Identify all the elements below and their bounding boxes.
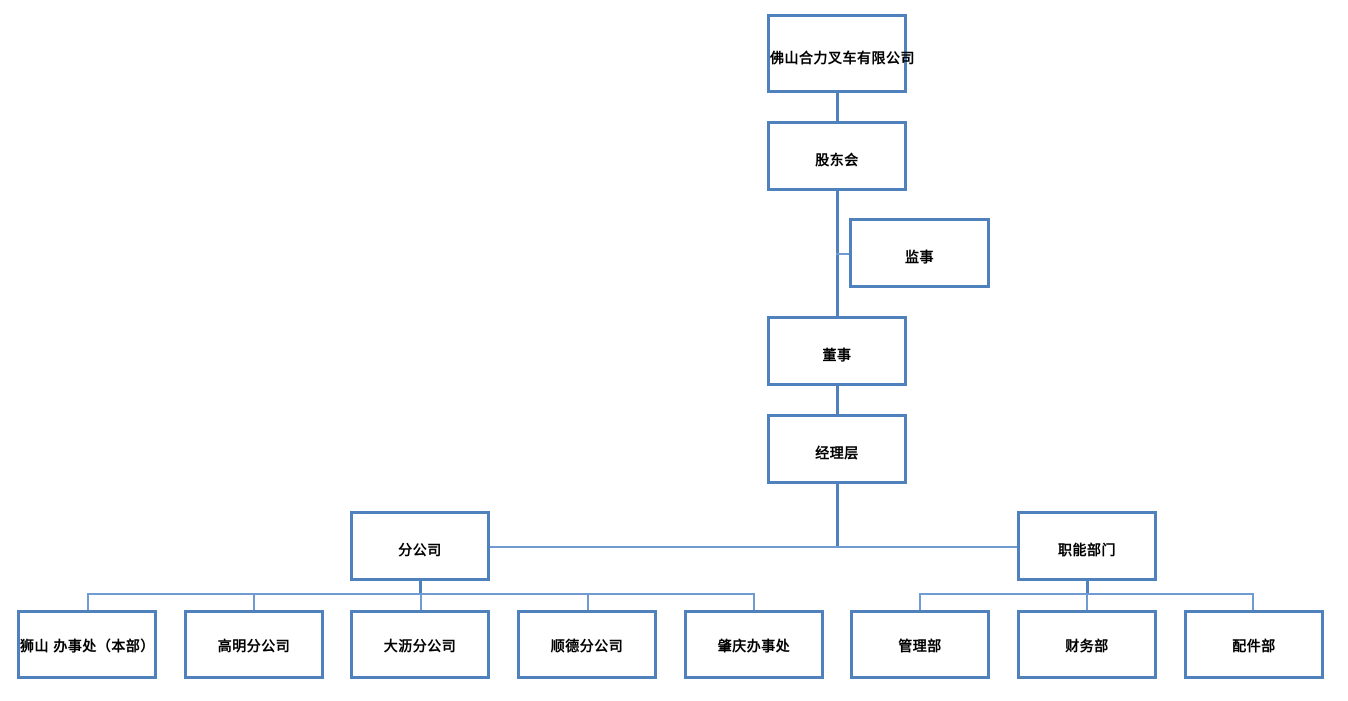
connector-branch-drop-5 bbox=[753, 593, 755, 611]
connector-director-to-management bbox=[836, 385, 839, 414]
node-management[interactable]: 经理层 bbox=[767, 414, 907, 484]
node-function-child-1-label: 管理部 bbox=[898, 638, 942, 654]
node-branch-child-3[interactable]: 大沥分公司 bbox=[350, 610, 490, 679]
node-function-child-2-label: 财务部 bbox=[1065, 638, 1109, 654]
node-branch-child-3-label: 大沥分公司 bbox=[383, 638, 457, 654]
node-director-label: 董事 bbox=[822, 347, 852, 363]
connector-branch-drop-3 bbox=[420, 593, 422, 611]
node-branch-child-2[interactable]: 高明分公司 bbox=[184, 610, 324, 679]
connector-functions-drop bbox=[1086, 581, 1089, 595]
connector-function-drop-1 bbox=[919, 593, 921, 611]
node-functions[interactable]: 职能部门 bbox=[1017, 511, 1157, 581]
node-branch-child-4[interactable]: 顺德分公司 bbox=[517, 610, 657, 679]
connector-function-drop-2 bbox=[1086, 593, 1088, 611]
node-director[interactable]: 董事 bbox=[767, 316, 907, 386]
node-function-child-1[interactable]: 管理部 bbox=[850, 610, 990, 679]
node-function-child-3[interactable]: 配件部 bbox=[1184, 610, 1324, 679]
node-branches-label: 分公司 bbox=[398, 542, 442, 558]
node-function-child-3-label: 配件部 bbox=[1232, 638, 1276, 654]
node-branch-child-1[interactable]: 狮山 办事处（本部） bbox=[17, 610, 157, 679]
connector-spine-to-supervisor bbox=[836, 253, 852, 255]
node-branch-child-5-label: 肇庆办事处 bbox=[717, 638, 791, 654]
connector-branch-drop-1 bbox=[87, 593, 89, 611]
node-supervisor[interactable]: 监事 bbox=[849, 218, 990, 288]
node-functions-label: 职能部门 bbox=[1058, 542, 1116, 558]
node-branch-child-1-label: 狮山 办事处（本部） bbox=[20, 638, 155, 654]
node-function-child-2[interactable]: 财务部 bbox=[1017, 610, 1157, 679]
node-management-label: 经理层 bbox=[815, 445, 859, 461]
connector-management-to-bus bbox=[836, 483, 839, 547]
node-shareholders[interactable]: 股东会 bbox=[767, 121, 907, 191]
connector-branch-drop-2 bbox=[253, 593, 255, 611]
node-branch-child-5[interactable]: 肇庆办事处 bbox=[684, 610, 824, 679]
connector-lateral-bus bbox=[489, 546, 1019, 548]
connector-branch-drop-4 bbox=[587, 593, 589, 611]
connector-company-to-shareholders bbox=[836, 93, 839, 122]
node-branch-child-4-label: 顺德分公司 bbox=[550, 638, 624, 654]
node-company[interactable]: 佛山合力叉车有限公司 bbox=[767, 14, 915, 93]
node-branches[interactable]: 分公司 bbox=[350, 511, 490, 581]
node-supervisor-label: 监事 bbox=[905, 249, 934, 265]
connector-branches-drop bbox=[419, 581, 422, 595]
connector-function-drop-3 bbox=[1252, 593, 1254, 611]
node-shareholders-label: 股东会 bbox=[815, 152, 859, 168]
node-branch-child-2-label: 高明分公司 bbox=[217, 638, 291, 654]
node-company-label: 佛山合力叉车有限公司 bbox=[770, 50, 915, 66]
